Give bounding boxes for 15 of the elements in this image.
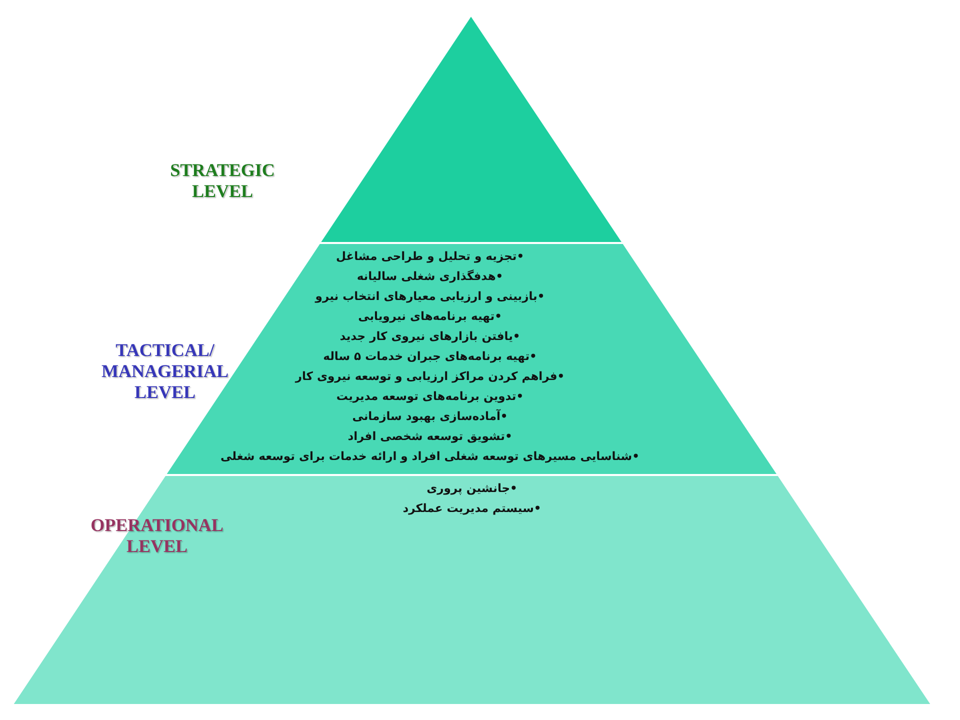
list-item: •آماده‌سازی بهبود سازمانی bbox=[352, 408, 508, 425]
level-label: STRATEGIC LEVEL bbox=[169, 160, 276, 202]
list-item: •تشویق توسعه شخصی افراد bbox=[348, 428, 512, 445]
list-item: •سیستم مدیریت عملکرد bbox=[402, 500, 542, 517]
list-item: •شناسایی مسیرهای توسعه شغلی افراد و ارائه خدمات برای توسعه شغلی bbox=[220, 448, 640, 465]
list-item: •تهیه برنامه‌های نیرویابی bbox=[358, 308, 502, 325]
level-label: TACTICAL/ MANAGERIAL LEVEL bbox=[100, 340, 230, 403]
list-item: •یافتن بازارهای نیروی کار جدید bbox=[340, 328, 520, 345]
list-item: •تهیه برنامه‌های جبران خدمات ۵ ساله bbox=[323, 348, 537, 365]
list-item: •جانشین پروری bbox=[426, 480, 518, 497]
list-item: •تجزیه و تحلیل و طراحی مشاغل bbox=[336, 248, 524, 265]
list-item: •فراهم کردن مراکز ارزیابی و توسعه نیروی کار bbox=[295, 368, 565, 385]
list-item: •هدفگذاری شغلی سالیانه bbox=[356, 268, 504, 285]
list-item: •تدوین برنامه‌های توسعه مدیریت bbox=[336, 388, 524, 405]
list-item: •بازبینی و ارزیابی معیارهای انتخاب نیرو bbox=[315, 288, 545, 305]
